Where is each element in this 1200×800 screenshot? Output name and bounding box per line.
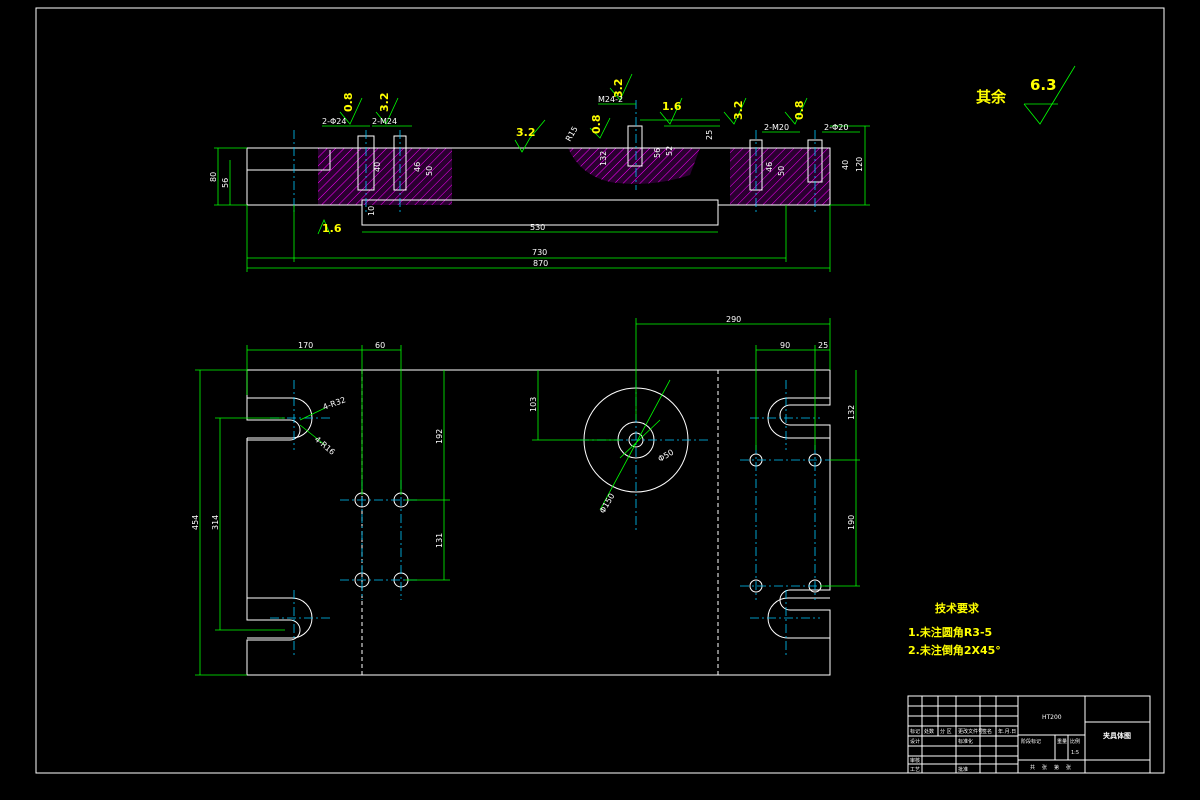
dim-314: 314	[211, 515, 220, 530]
section-hole-m24-top	[627, 125, 643, 167]
tb-row-mark: 标记	[910, 728, 920, 735]
tb-col-docno: 更改文件号	[958, 728, 983, 735]
tb-col-count: 处数	[924, 728, 934, 735]
tb-row-design: 设计	[910, 738, 920, 745]
tb-col-zone: 分 区	[940, 728, 952, 735]
tb-stage: 阶段标记	[1021, 738, 1041, 745]
roughness-label-8: 0.8	[590, 115, 603, 135]
tech-notes-title: 技术要求	[935, 601, 980, 615]
plan-view: 170 60 290 90 25 103 192 131 454 314 132…	[191, 315, 860, 676]
callout-phi24: 2-Φ24	[322, 117, 346, 126]
dim-730: 730	[532, 248, 547, 257]
tb-sheet-no: 第	[1054, 764, 1059, 771]
technical-requirements: 技术要求 1.未注圆角R3-5 2.未注倒角2X45°	[908, 601, 1001, 657]
drawing-frame	[35, 7, 1165, 774]
dim-132: 132	[599, 151, 608, 166]
title-block: 标记 设计 审核 工艺 处数 分 区 更改文件号 签名 年.月.日 标准化 批准…	[907, 695, 1151, 774]
dim-52: 52	[665, 146, 674, 156]
left-slot-bottom	[247, 597, 313, 639]
dim-56b: 56	[653, 148, 662, 158]
tb-col-sign: 签名	[982, 728, 992, 735]
dim-192: 192	[435, 429, 444, 444]
dim-50b: 50	[777, 166, 786, 176]
tb-std: 标准化	[958, 738, 973, 745]
dim-90: 90	[780, 341, 790, 350]
dim-40a: 40	[373, 162, 382, 172]
dim-120: 120	[855, 157, 864, 172]
dim-103: 103	[529, 397, 538, 412]
tb-scale: 1:5	[1071, 750, 1079, 756]
callout-m20: 2-M20	[764, 123, 789, 132]
dim-10: 10	[367, 206, 376, 216]
dim-170: 170	[298, 341, 313, 350]
roughness-label-1: 0.8	[342, 93, 355, 113]
dim-190: 190	[847, 515, 856, 530]
tech-note-2: 2.未注倒角2X45°	[908, 643, 1001, 657]
dim-46b: 46	[765, 162, 774, 172]
dim-131: 131	[435, 533, 444, 548]
tb-sheet-unit1: 张	[1042, 764, 1047, 771]
callout-phi50: Φ50	[657, 448, 676, 464]
callout-m24-top: M24-2	[598, 95, 623, 104]
section-outline	[246, 147, 831, 226]
roughness-label-4: 1.6	[662, 100, 682, 113]
hatch-left-region	[318, 148, 452, 205]
section-view: 0.8 3.2 3.2 1.6 3.2 0.8 3.2 0.8 1.6 2-Φ2…	[209, 73, 870, 272]
tech-note-1: 1.未注圆角R3-5	[908, 625, 992, 639]
dim-870: 870	[533, 259, 548, 268]
remaining-label: 其余	[976, 88, 1007, 106]
hatch-right-region	[730, 148, 830, 205]
callout-phi150: Φ150	[598, 492, 617, 515]
callout-4-r16: 4-R16	[313, 435, 337, 457]
roughness-label-5: 3.2	[732, 101, 745, 121]
tb-sheet-unit2: 张	[1066, 764, 1071, 771]
dim-80: 80	[209, 172, 218, 182]
right-slot-top	[767, 397, 830, 439]
plan-outline	[246, 369, 831, 676]
tb-approve: 批准	[958, 766, 968, 773]
tb-col-date: 年.月.日	[998, 728, 1016, 735]
remaining-value: 6.3	[1030, 76, 1057, 94]
dim-530: 530	[530, 223, 545, 232]
tb-row-process: 工艺	[910, 767, 920, 773]
callout-r15: R15	[564, 125, 580, 143]
tb-sheet-total: 共	[1030, 764, 1035, 771]
dim-40b: 40	[841, 160, 850, 170]
dim-50a: 50	[425, 166, 434, 176]
tb-row-review: 审核	[910, 757, 920, 764]
callout-4-r32: 4-R32	[322, 395, 347, 412]
callout-phi20: 2-Φ20	[824, 123, 848, 132]
roughness-label-3: 3.2	[612, 79, 625, 99]
roughness-label-2: 3.2	[378, 93, 391, 113]
dim-60: 60	[375, 341, 385, 350]
tb-weight: 重量	[1057, 738, 1067, 745]
dim-454: 454	[191, 515, 200, 530]
roughness-label-7: 3.2	[516, 126, 536, 139]
tb-drawing-name: 夹具体图	[1103, 731, 1131, 740]
roughness-label-9: 1.6	[322, 222, 342, 235]
roughness-label-6: 0.8	[793, 101, 806, 121]
dim-56: 56	[221, 178, 230, 188]
dim-25b: 25	[818, 341, 828, 350]
callout-m24: 2-M24	[372, 117, 397, 126]
dim-290: 290	[726, 315, 741, 324]
dim-25: 25	[705, 130, 714, 140]
tb-material: HT200	[1042, 714, 1062, 721]
dim-46a: 46	[413, 162, 422, 172]
remaining-roughness: 其余 6.3	[976, 65, 1076, 125]
right-slot-bottom	[767, 597, 830, 639]
tb-ratio: 比例	[1070, 738, 1080, 745]
dim-132b: 132	[847, 405, 856, 420]
